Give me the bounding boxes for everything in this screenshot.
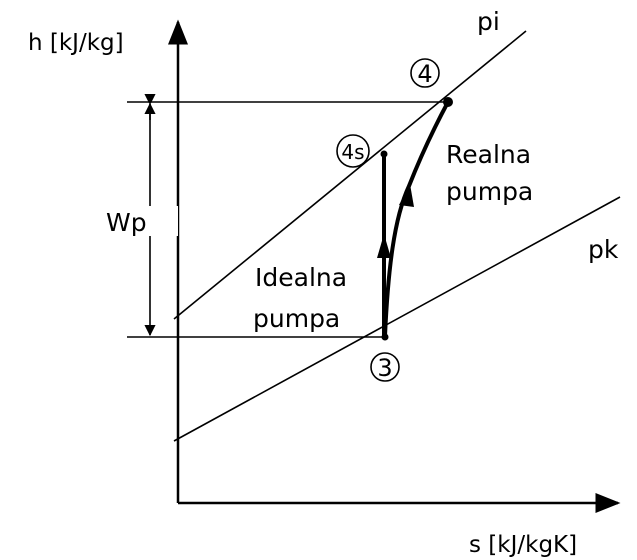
h-axis-label: h [kJ/kg] (28, 30, 124, 56)
point-4-marker: 4 (410, 58, 440, 88)
point-4s-marker: 4s (336, 134, 370, 168)
isobar-pi-label: pi (477, 7, 500, 36)
real-pump-process-curve (383, 101, 450, 337)
s-axis-label: s [kJ/kgK] (469, 532, 577, 558)
point-3-dot (381, 333, 389, 341)
point-4s-label: 4s (341, 140, 364, 164)
wp-label: Wp (106, 208, 147, 237)
ideal-pump-label-line2: pumpa (253, 304, 340, 333)
ideal-pump-label-line1: Idealna (255, 263, 347, 292)
isobar-pk-line (173, 196, 621, 442)
real-pump-label-line1: Realna (446, 140, 531, 169)
ideal-pump-direction-arrow (377, 234, 391, 258)
isobar-pi-line (173, 30, 527, 320)
point-3-label: 3 (377, 354, 392, 382)
real-pump-label-line2: pumpa (446, 177, 533, 206)
point-3-marker: 3 (370, 352, 400, 382)
point-4s-dot (380, 150, 388, 158)
isobar-pk-label: pk (588, 235, 619, 264)
real-pump-direction-arrow (399, 184, 414, 207)
point-4-dot (443, 97, 453, 107)
point-4-label: 4 (417, 60, 432, 88)
wp-label-background (104, 206, 178, 236)
